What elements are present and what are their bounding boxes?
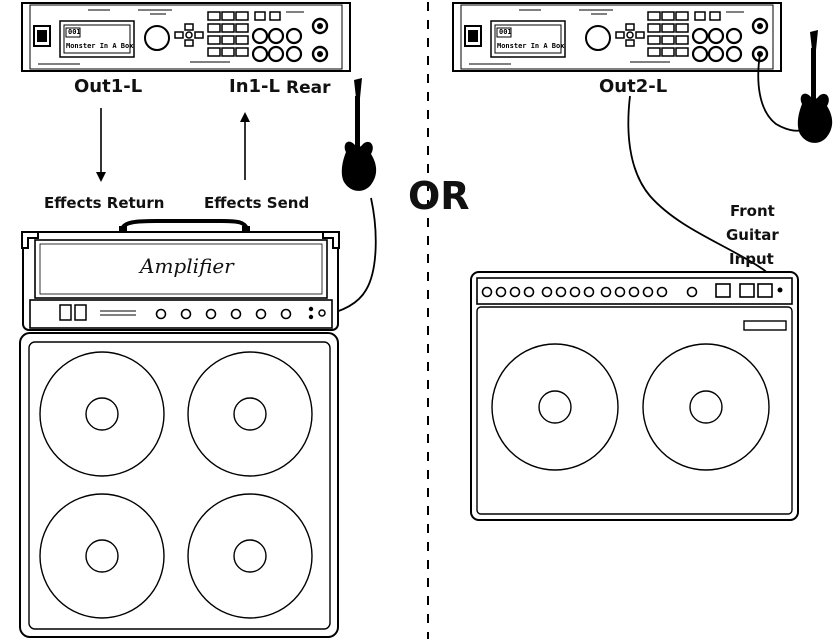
arrow-down-icon [96, 108, 106, 182]
guitar-cable-right-top [757, 53, 803, 132]
rack-unit-right [452, 2, 782, 72]
speaker-cabinet-4x12 [19, 332, 339, 638]
front-input-label-line3: Input [729, 250, 774, 268]
front-input-label-line1: Front [730, 202, 775, 220]
amp-logo: Amplifier [140, 254, 234, 278]
output-label: Out1-L [74, 76, 143, 97]
effects-send-label: Effects Send [204, 194, 310, 212]
speaker-icon [491, 343, 770, 471]
guitar-icon [341, 78, 377, 191]
output-label: Out2-L [599, 76, 668, 97]
lcd-preset-number: 001 [499, 28, 512, 36]
amp-head [21, 219, 340, 331]
guitar-icon [797, 30, 833, 143]
guitar-cable-left [319, 197, 377, 317]
or-label: OR [408, 174, 470, 218]
effects-return-label: Effects Return [44, 194, 165, 212]
lcd-preset-name: Monster In A Box [497, 42, 565, 50]
rack-unit-left [21, 2, 351, 72]
arrow-up-icon [240, 112, 250, 180]
speaker-icon [39, 351, 313, 619]
lcd-preset-name: Monster In A Box [66, 42, 134, 50]
rear-label: Rear [286, 78, 331, 98]
input-label: In1-L [229, 76, 280, 97]
lcd-preset-number: 001 [68, 28, 81, 36]
knob-icon [481, 286, 698, 298]
combo-amp [470, 271, 799, 521]
front-input-label-line2: Guitar [726, 226, 779, 244]
